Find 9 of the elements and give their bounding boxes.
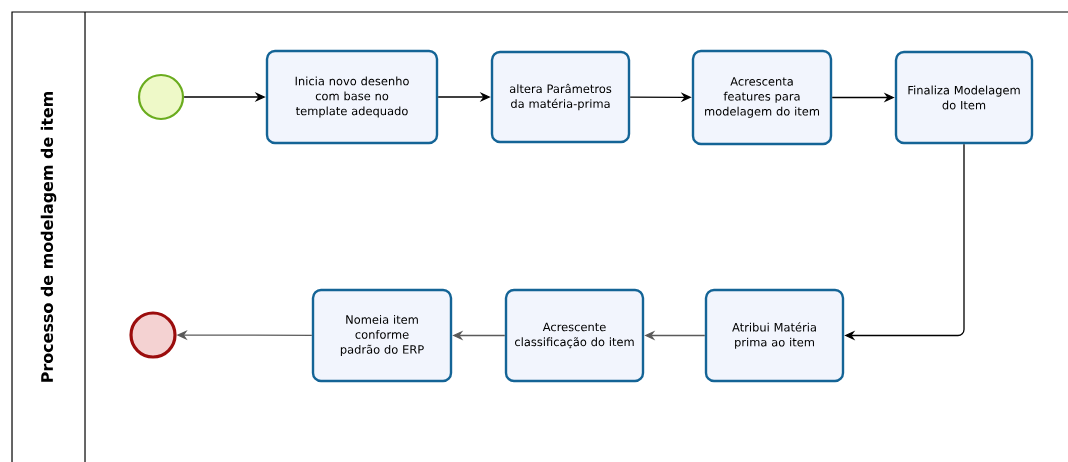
task-box: Nomeia item conforme padrão do ERP: [311, 288, 453, 383]
task-box: Finaliza Modelagem do Item: [894, 50, 1034, 145]
start-event-circle: [137, 73, 185, 121]
task-box: Acrescente classificação do item: [504, 288, 645, 383]
task-box: Inicia novo desenho com base no template adequado: [265, 49, 439, 145]
task-box: Acrescenta features para modelagem do item: [691, 49, 833, 146]
task-box: altera Parâmetros da matéria-prima: [490, 50, 631, 144]
end-event-circle: [129, 311, 177, 359]
task-box: Atribui Matéria prima ao item: [704, 288, 845, 383]
